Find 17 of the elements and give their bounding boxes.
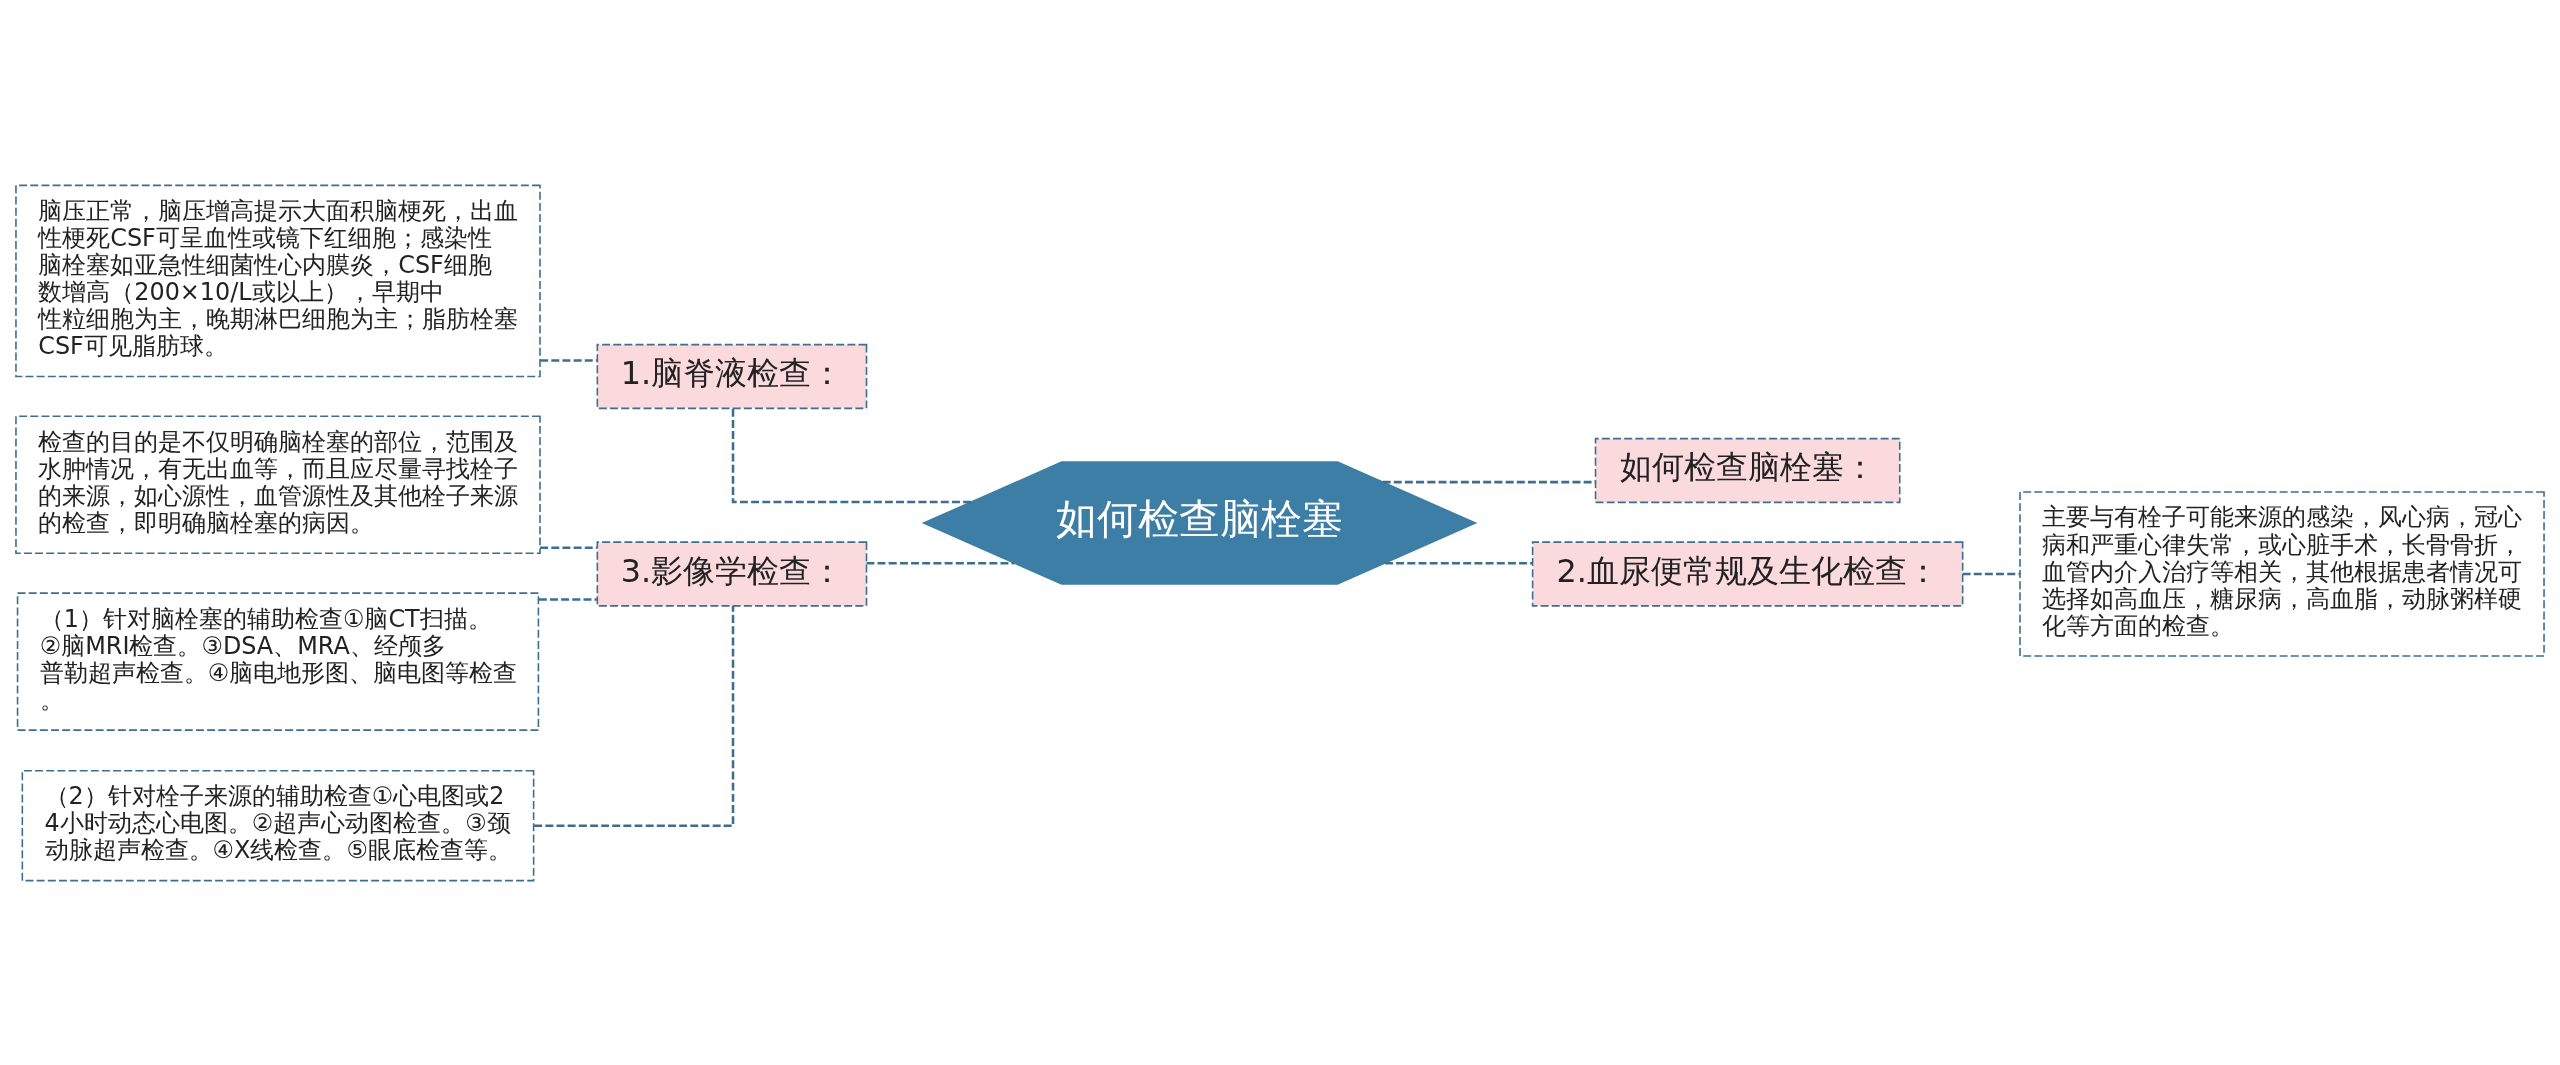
node-box: （1）针对脑栓塞的辅助检查①脑CT扫描。②脑MRI检查。③DSA、MRA、经颅多普勒超声检查。④脑电地形图、脑电图等检查。 — [16, 591, 540, 731]
connector — [1962, 572, 2020, 575]
node-box: 2.血尿便常规及生化检查： — [1531, 540, 1964, 607]
node-box: 3.影像学检查： — [596, 540, 868, 607]
connector — [866, 561, 1015, 564]
connector — [538, 597, 597, 601]
node-box: 1.脑脊液检查： — [596, 343, 868, 409]
node-box: 脑压正常，脑压增高提示大面积脑梗死，出血性梗死CSF可呈血性或镜下红细胞；感染性脑栓塞如亚急性细菌性心内膜炎，CSF细胞数增高（200×10/L或以上），早期中性粒细胞为主，晚期淋巴细胞为主；脂肪栓塞CSF可见脂肪球。 — [15, 184, 541, 377]
node-box: 如何检查脑栓塞： — [1594, 437, 1901, 503]
connector — [540, 358, 597, 362]
connector — [540, 545, 597, 549]
node-box: 检查的目的是不仅明确脑栓塞的部位，范围及水肿情况，有无出血等，而且应尽量寻找栓子的来源，如心源性，血管源性及其他栓子来源的检查，即明确脑栓塞的病因。 — [15, 415, 541, 554]
node-box: 主要与有栓子可能来源的感染，风心病，冠心病和严重心律失常，或心脏手术，长骨骨折，血管内介入治疗等相关，其他根据患者情况可选择如高血压，糖尿病，高血脂，动脉粥样硬化等方面的检查。 — [2019, 490, 2545, 657]
node-box: （2）针对栓子来源的辅助检查①心电图或24小时动态心电图。②超声心动图检查。③颈动脉超声检查。④X线检查。⑤眼底检查等。 — [21, 769, 535, 881]
connector — [534, 605, 735, 827]
connector — [731, 408, 972, 503]
connector — [1385, 561, 1533, 564]
